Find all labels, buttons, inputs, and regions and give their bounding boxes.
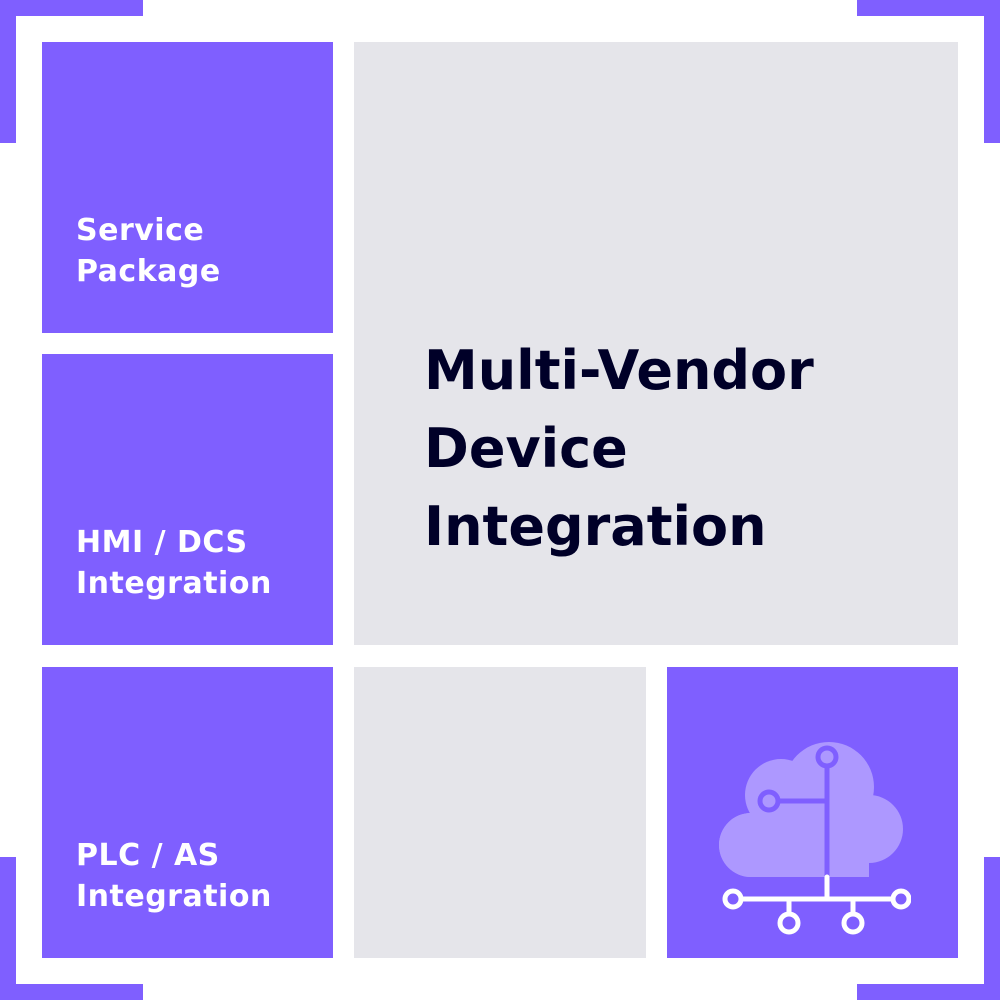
corner-bracket-bottom-right: [857, 984, 1000, 1000]
multi-vendor-device-integration-panel: Multi-Vendor Device Integration: [354, 42, 958, 645]
corner-bracket-top-right: [857, 0, 1000, 16]
hmi-dcs-line-2: Integration: [76, 566, 272, 601]
hmi-dcs-line-1: HMI / DCS: [76, 525, 248, 560]
plc-as-line-1: PLC / AS: [76, 838, 220, 873]
service-package-line-2: Package: [76, 254, 221, 289]
corner-bracket-bottom-left: [0, 857, 16, 1000]
corner-bracket-top-left: [0, 0, 143, 16]
corner-bracket-top-right: [984, 0, 1000, 143]
service-package-label: Service Package: [76, 210, 221, 292]
main-title-line-2: Device: [424, 417, 628, 480]
cloud-network-icon: [711, 737, 912, 935]
hmi-dcs-integration-label: HMI / DCS Integration: [76, 522, 272, 604]
plc-as-line-2: Integration: [76, 879, 272, 914]
main-title-line-1: Multi-Vendor: [424, 339, 814, 402]
corner-bracket-top-left: [0, 0, 16, 143]
main-title-line-3: Integration: [424, 495, 767, 558]
corner-bracket-bottom-left: [0, 984, 143, 1000]
empty-panel: [354, 667, 646, 958]
corner-bracket-bottom-right: [984, 857, 1000, 1000]
plc-as-integration-label: PLC / AS Integration: [76, 835, 272, 917]
plc-as-integration-tile: PLC / AS Integration: [42, 667, 333, 958]
main-title: Multi-Vendor Device Integration: [424, 332, 814, 566]
hmi-dcs-integration-tile: HMI / DCS Integration: [42, 354, 333, 645]
cloud-network-tile: [667, 667, 958, 958]
service-package-line-1: Service: [76, 213, 205, 248]
service-package-tile: Service Package: [42, 42, 333, 333]
